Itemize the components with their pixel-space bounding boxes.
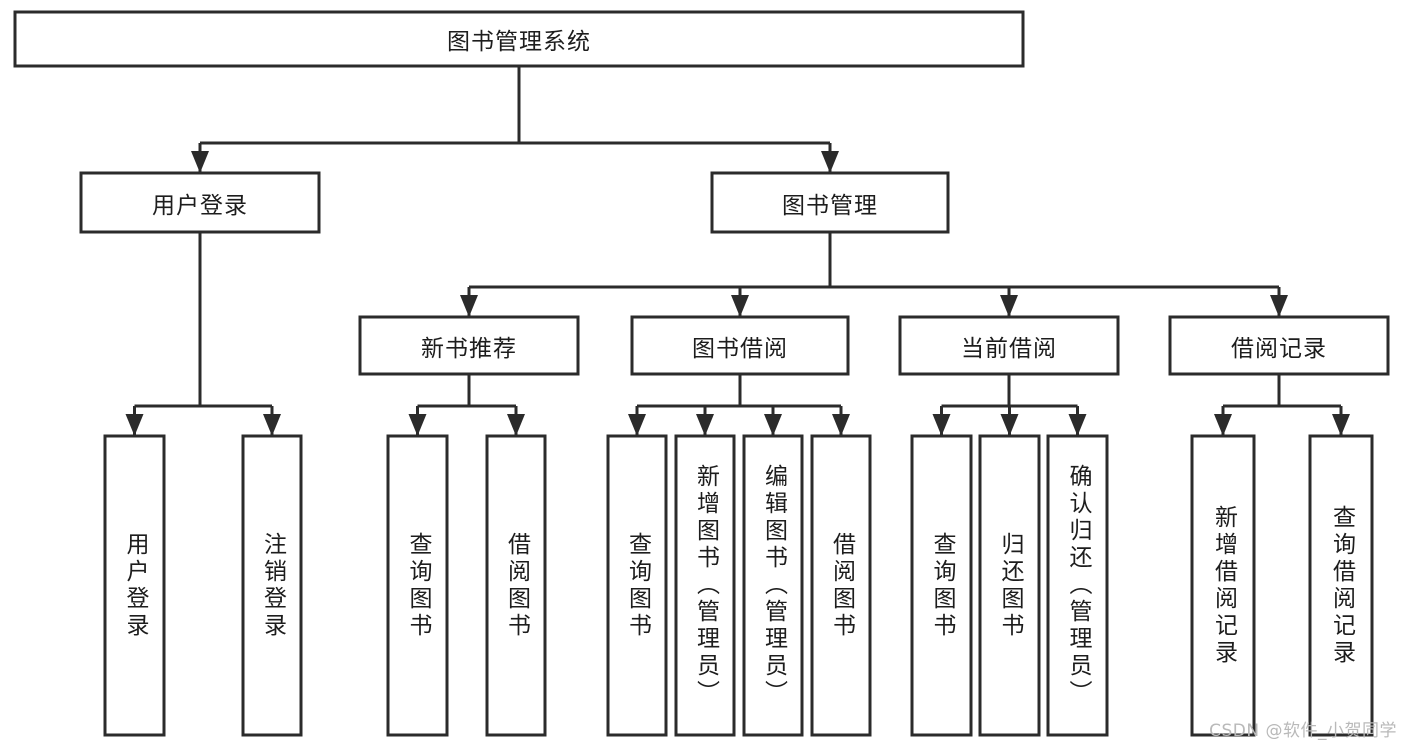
node-box-book-borrow[interactable] bbox=[630, 315, 850, 376]
node-box-user-login[interactable] bbox=[79, 171, 321, 234]
node-box-leaf-confirm-return[interactable] bbox=[1046, 434, 1109, 737]
arrow-head-icon bbox=[507, 414, 525, 436]
node-box-leaf-add-borrow-record[interactable] bbox=[1190, 434, 1256, 737]
node-box-leaf-query-borrow-record[interactable] bbox=[1308, 434, 1374, 737]
node-box-leaf-return-book[interactable] bbox=[978, 434, 1041, 737]
arrow-head-icon bbox=[932, 414, 951, 436]
arrow-head-icon bbox=[460, 295, 478, 317]
arrow-head-icon bbox=[263, 414, 281, 436]
arrow-head-icon bbox=[408, 414, 427, 436]
arrow-head-icon bbox=[764, 414, 782, 436]
arrow-head-icon bbox=[1000, 295, 1018, 317]
node-box-leaf-borrow-book[interactable] bbox=[810, 434, 872, 737]
edges-layer bbox=[125, 66, 1350, 436]
node-box-book-manage[interactable] bbox=[710, 171, 950, 234]
node-box-new-book-recommend[interactable] bbox=[358, 315, 580, 376]
arrow-head-icon bbox=[1000, 414, 1019, 436]
node-box-leaf-logout[interactable] bbox=[241, 434, 303, 737]
node-box-leaf-user-login[interactable] bbox=[103, 434, 166, 737]
arrow-head-icon bbox=[696, 414, 714, 436]
node-box-current-borrow[interactable] bbox=[898, 315, 1120, 376]
arrow-head-icon bbox=[191, 151, 209, 173]
node-box-leaf-query-book-recommend[interactable] bbox=[386, 434, 449, 737]
arrow-head-icon bbox=[832, 414, 850, 436]
boxes-layer bbox=[13, 10, 1390, 737]
arrow-head-icon bbox=[628, 414, 646, 436]
arrow-head-icon bbox=[1270, 295, 1288, 317]
arrow-head-icon bbox=[125, 414, 144, 436]
arrow-head-icon bbox=[1332, 414, 1350, 436]
node-box-root[interactable] bbox=[13, 10, 1025, 68]
node-box-borrow-record[interactable] bbox=[1168, 315, 1390, 376]
arrow-head-icon bbox=[1068, 414, 1087, 436]
node-box-leaf-edit-book[interactable] bbox=[742, 434, 804, 737]
arrow-head-icon bbox=[1214, 414, 1232, 436]
node-box-leaf-query-book-current[interactable] bbox=[910, 434, 973, 737]
arrow-head-icon bbox=[821, 151, 839, 173]
arrow-head-icon bbox=[731, 295, 749, 317]
node-box-leaf-borrow-book-recommend[interactable] bbox=[485, 434, 547, 737]
node-box-leaf-query-book-borrow[interactable] bbox=[606, 434, 668, 737]
node-box-leaf-add-book[interactable] bbox=[674, 434, 736, 737]
